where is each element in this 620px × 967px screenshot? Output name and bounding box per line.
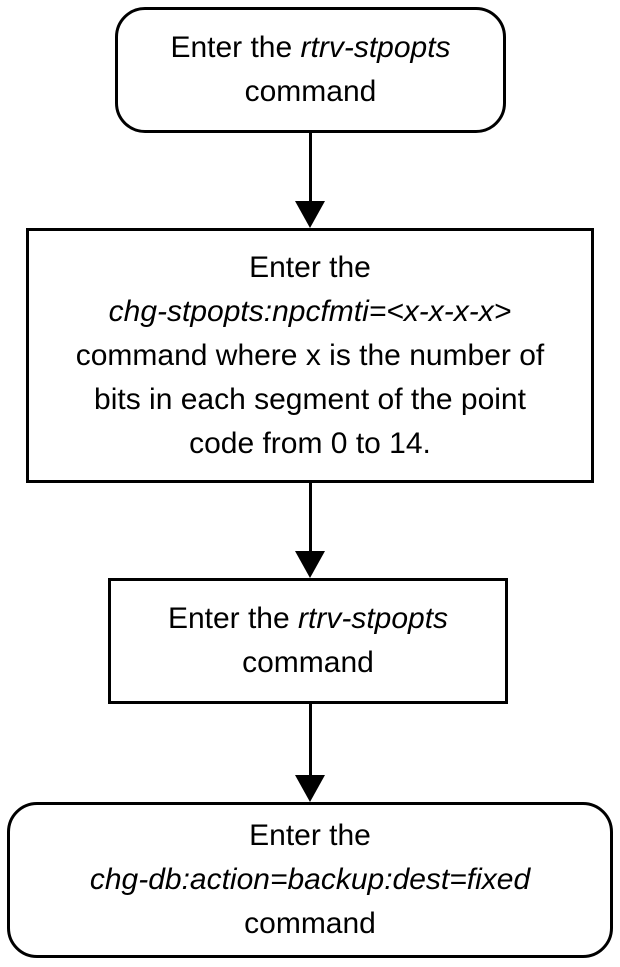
command-name-text: rtrv-stpopts [298,602,449,635]
flowchart-node-step-4: Enter the chg-db:action=backup:dest=fixe… [7,802,613,958]
text-segment: command [242,646,374,679]
text-line: Enter the rtrv-stpopts [170,26,450,70]
text-segment: code from 0 to 14. [189,426,431,460]
text-line: command where x is the number of [76,334,545,378]
text-line: Enter the rtrv-stpopts [168,597,448,641]
arrow-shaft [308,704,312,775]
text-segment: command [244,907,376,940]
text-segment: Enter the [249,250,371,284]
node-text-step-2: Enter the chg-stpopts:npcfmti=<x-x-x-x> … [76,246,545,466]
flowchart-node-step-2: Enter the chg-stpopts:npcfmti=<x-x-x-x> … [26,228,594,483]
text-line: command [168,641,448,685]
arrowhead-down-icon [295,775,325,802]
text-segment: bits in each segment of the point [94,382,526,416]
command-name-text: chg-stpopts:npcfmti=<x-x-x-x> [108,294,512,328]
arrow-shaft [308,483,312,551]
text-segment: command where x is the number of [75,338,545,372]
node-text-step-4: Enter the chg-db:action=backup:dest=fixe… [90,814,530,946]
flowchart-node-step-1: Enter the rtrv-stpopts command [115,7,506,133]
text-segment: Enter the [167,602,299,635]
text-segment: command [244,75,377,108]
node-text-step-1: Enter the rtrv-stpopts command [170,26,450,114]
text-segment: Enter the [170,31,301,64]
connector-arrow-3 [295,704,325,802]
arrow-shaft [308,133,312,201]
text-line: chg-stpopts:npcfmti=<x-x-x-x> [76,290,545,334]
command-name-text: rtrv-stpopts [300,31,451,64]
flowchart-node-step-3: Enter the rtrv-stpopts command [108,578,508,704]
text-line: command [90,902,530,946]
node-text-step-3: Enter the rtrv-stpopts command [168,597,448,685]
command-name-text: chg-db:action=backup:dest=fixed [89,863,531,896]
text-line: chg-db:action=backup:dest=fixed [90,858,530,902]
text-line: Enter the [90,814,530,858]
text-line: Enter the [76,246,545,290]
text-line: bits in each segment of the point [76,378,545,422]
connector-arrow-2 [295,483,325,578]
text-line: command [170,70,450,114]
arrowhead-down-icon [295,201,325,228]
connector-arrow-1 [295,133,325,228]
arrowhead-down-icon [295,551,325,578]
text-segment: Enter the [249,819,371,852]
text-line: code from 0 to 14. [76,422,545,466]
